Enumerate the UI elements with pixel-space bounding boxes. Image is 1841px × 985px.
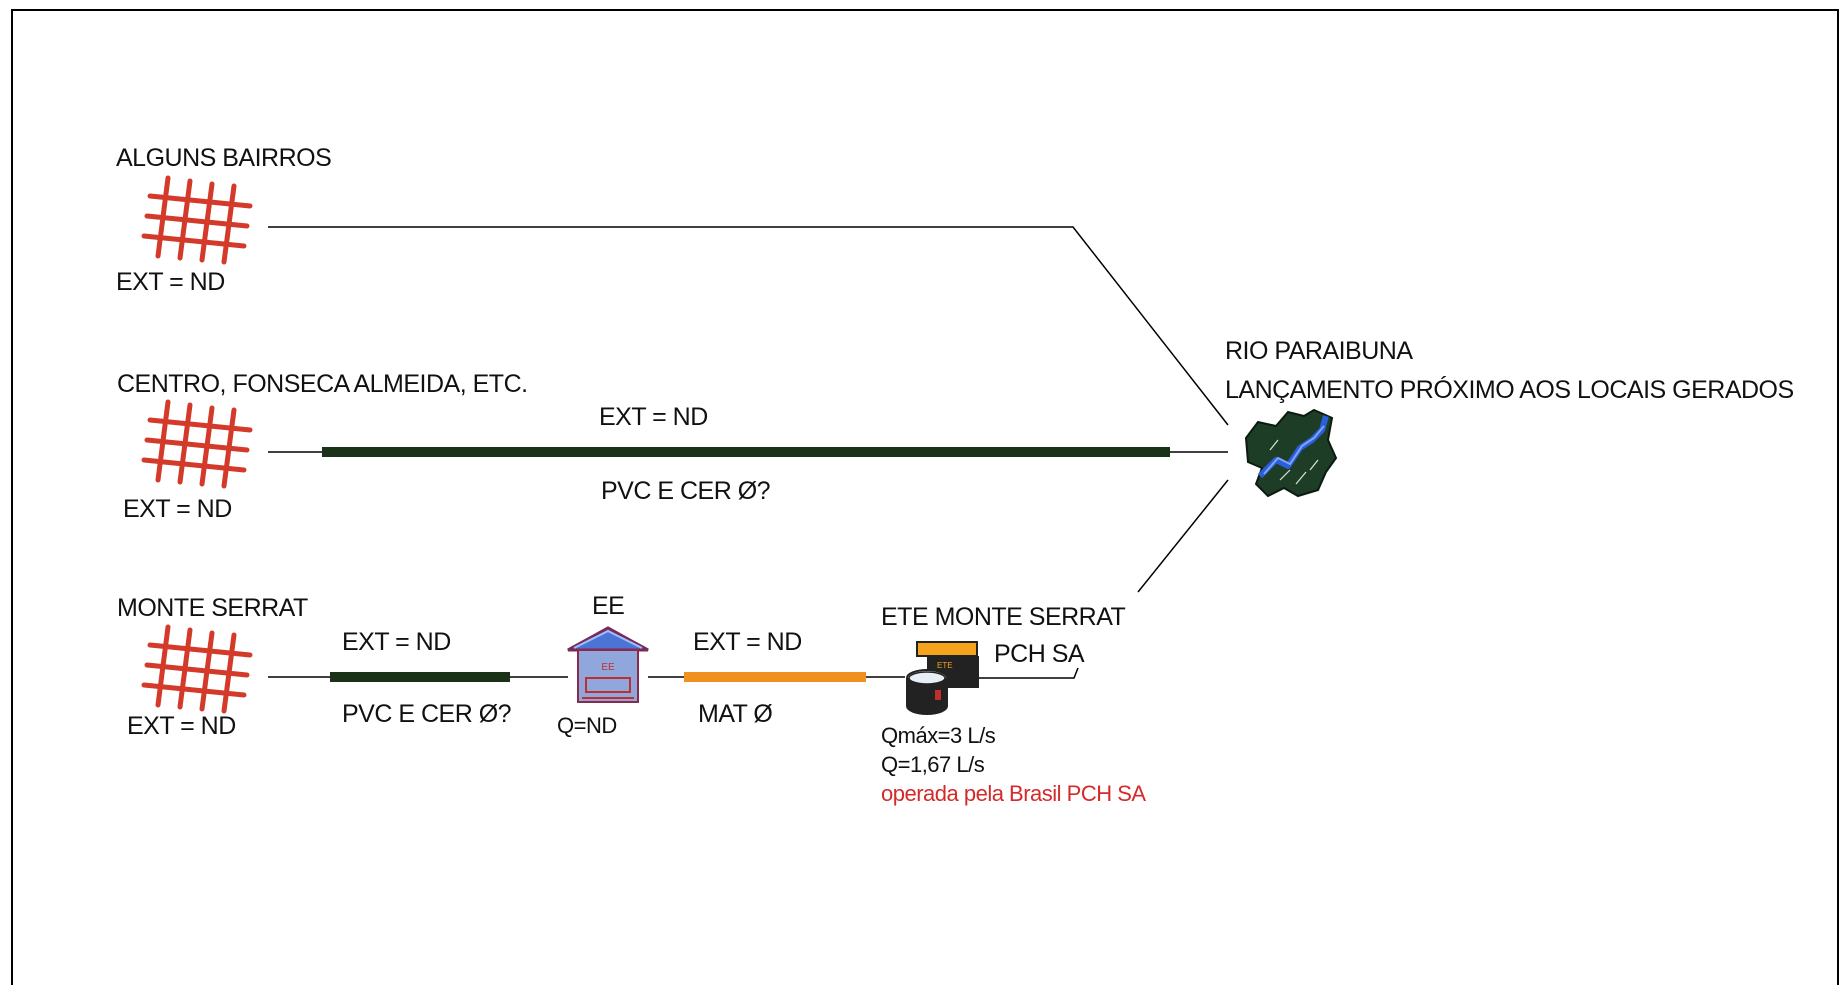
pipe-material-recalque: MAT Ø [698, 700, 773, 728]
river-note: LANÇAMENTO PRÓXIMO AOS LOCAIS GERADOS [1225, 376, 1794, 404]
pump-station-icon: EE [567, 626, 649, 703]
river-icon [1244, 408, 1338, 498]
pipe-line-ete-outlet [978, 667, 1079, 679]
pipe-ext-monte-serrat: EXT = ND [342, 628, 451, 656]
ete-qmax: Qmáx=3 L/s [881, 723, 996, 748]
pipe-line-alguns-bairros [268, 226, 1229, 426]
source-label-centro: CENTRO, FONSECA ALMEIDA, ETC. [117, 370, 528, 398]
pipe-material-monte-serrat: PVC E CER Ø? [342, 700, 512, 728]
source-label-monte-serrat: MONTE SERRAT [117, 594, 308, 622]
river-name: RIO PARAIBUNA [1225, 337, 1413, 365]
ete-operator: operada pela Brasil PCH SA [881, 781, 1146, 806]
source-label-alguns-bairros: ALGUNS BAIRROS [116, 144, 332, 172]
pipe-material-centro: PVC E CER Ø? [601, 477, 771, 505]
ete-flow: Q=1,67 L/s [881, 752, 985, 777]
source-ext-monte-serrat: EXT = ND [127, 712, 236, 740]
treatment-plant-icon: ETE [906, 641, 979, 715]
pipe-ext-recalque: EXT = ND [693, 628, 802, 656]
ete-sign: ETE [937, 661, 953, 670]
pump-station-sign: EE [601, 662, 615, 673]
source-ext-alguns-bairros: EXT = ND [116, 268, 225, 296]
ete-operator-short: PCH SA [994, 640, 1085, 668]
diagram-frame [11, 9, 1839, 985]
ete-title: ETE MONTE SERRAT [881, 603, 1126, 631]
pipe-line-ete-to-river [1137, 479, 1229, 593]
pipe-ext-centro: EXT = ND [599, 403, 708, 431]
pump-station-title: EE [592, 592, 625, 620]
pump-station-flow: Q=ND [557, 713, 617, 738]
source-ext-centro: EXT = ND [123, 495, 232, 523]
